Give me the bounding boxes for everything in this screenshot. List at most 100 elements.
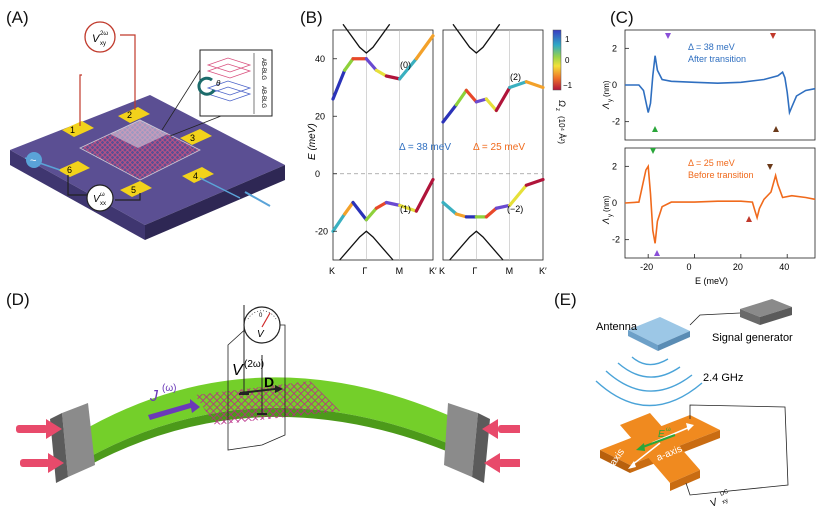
- panel-a-device: 1 2 3 4 5 6 V 2ω xy V ω xx ~ θ AB-BLG AB…: [10, 21, 285, 240]
- marker-arrow-icon: [665, 33, 671, 39]
- band-y-tick: -20: [315, 226, 328, 236]
- band-remote: [342, 23, 391, 54]
- band-segment: [364, 206, 378, 222]
- band-y-tick: 0: [315, 169, 320, 179]
- contact-5: [120, 181, 152, 197]
- lambda-y-tick: -2: [612, 117, 620, 127]
- c-top-delta: Δ = 38 meV: [688, 42, 735, 52]
- marker-arrow-icon: [650, 148, 656, 154]
- contact-1: [62, 121, 94, 137]
- svg-text:(10⁴ Å²): (10⁴ Å²): [557, 116, 566, 144]
- band-segment: [343, 57, 355, 72]
- band-x-tick: M: [506, 266, 514, 276]
- band-segment: [351, 200, 368, 222]
- svg-text:DC: DC: [719, 488, 730, 497]
- lambda-x-tick: -20: [640, 262, 653, 272]
- svg-text:0: 0: [259, 313, 263, 319]
- svg-text:(ω): (ω): [162, 383, 176, 394]
- voltmeter-2w: [84, 21, 116, 53]
- band-segment: [374, 68, 388, 78]
- band-segment: [441, 103, 458, 124]
- svg-text:z: z: [554, 108, 560, 111]
- svg-text:ω: ω: [100, 192, 105, 198]
- colorbar-tick-m1: −1: [563, 81, 573, 90]
- band-segment: [454, 212, 468, 219]
- band-frame: [332, 29, 434, 261]
- band-segment: [331, 68, 347, 101]
- signal-generator-icon: [740, 299, 792, 317]
- band-segment: [524, 80, 545, 90]
- contact-2: [118, 107, 150, 123]
- svg-text:θ: θ: [216, 79, 221, 88]
- lambda-x-tick: 0: [687, 262, 692, 272]
- band-segment: [441, 200, 458, 216]
- band-label-m2: (−2): [507, 204, 523, 214]
- band-segment: [384, 200, 402, 207]
- svg-text:y: y: [608, 214, 614, 217]
- band-remote: [449, 230, 504, 261]
- svg-text:(nm): (nm): [602, 195, 611, 212]
- marker-arrow-icon: [746, 216, 752, 222]
- panel-b-label: (B): [300, 8, 323, 27]
- band-remote: [452, 23, 501, 54]
- band-segment: [364, 57, 378, 72]
- dipole-label: D: [264, 374, 274, 390]
- panel-e-illustration: Antenna Signal generator 2.4 GHz c-axis …: [595, 299, 793, 510]
- band-label-2: (2): [510, 72, 521, 82]
- contact-label-4: 4: [193, 171, 198, 181]
- rotation-arrow-icon: [197, 76, 216, 96]
- marker-arrow-icon: [652, 126, 658, 132]
- c-top-note: After transition: [688, 54, 746, 64]
- voltage-label: V: [232, 362, 244, 379]
- band-x-tick: M: [396, 266, 404, 276]
- marker-arrow-icon: [654, 250, 660, 256]
- band-segment: [414, 34, 435, 61]
- voltmeter-w: [86, 184, 114, 212]
- c-bottom-ylabel: Λ: [601, 218, 611, 225]
- band-segment: [474, 97, 488, 104]
- contact-label-2: 2: [127, 110, 132, 120]
- generator-label: Signal generator: [712, 332, 793, 344]
- contact-label-6: 6: [67, 165, 72, 175]
- current-label: J: [149, 388, 159, 405]
- svg-text:AB-BLG: AB-BLG: [260, 86, 266, 108]
- svg-text:AB-BLG: AB-BLG: [260, 58, 266, 80]
- antenna-icon: [628, 317, 690, 345]
- inset-stack: [199, 49, 273, 117]
- svg-text:ω: ω: [666, 427, 671, 433]
- band-segment: [398, 57, 418, 81]
- band-remote: [339, 230, 394, 261]
- band-segment: [494, 203, 512, 210]
- svg-text:xy: xy: [721, 498, 729, 506]
- band-y-label: E (meV): [307, 123, 318, 160]
- marker-arrow-icon: [767, 164, 773, 170]
- svg-text:2ω: 2ω: [100, 31, 108, 37]
- panel-a-label: (A): [6, 8, 29, 27]
- contact-3: [180, 129, 212, 145]
- band-x-tick: Γ: [472, 266, 477, 276]
- svg-text:~: ~: [30, 155, 36, 167]
- band-x-tick: K′: [539, 266, 547, 276]
- lattice-sample: [195, 381, 340, 425]
- field-label: E: [658, 429, 665, 440]
- right-clamp: [444, 403, 490, 483]
- band-label-0: (0): [400, 60, 411, 70]
- antenna-label: Antenna: [596, 321, 638, 333]
- band-segment: [464, 88, 478, 104]
- colorbar-title: Ω: [557, 100, 567, 107]
- band-segment: [484, 206, 498, 219]
- c-bottom-note: Before transition: [688, 170, 754, 180]
- lambda-y-tick: 2: [612, 161, 617, 171]
- contact-6: [58, 161, 90, 177]
- delta-left-label: Δ = 38 meV: [399, 142, 451, 153]
- wave-icon: [595, 356, 703, 407]
- band-label-1: (1): [400, 204, 411, 214]
- vdc-label: V: [709, 496, 721, 509]
- band-x-tick: K: [439, 266, 445, 276]
- lambda-curve: [624, 163, 816, 244]
- field-arrow-icon: [636, 443, 645, 451]
- lambda-plot-top: -202: [612, 29, 816, 141]
- ac-source-icon: [26, 152, 42, 168]
